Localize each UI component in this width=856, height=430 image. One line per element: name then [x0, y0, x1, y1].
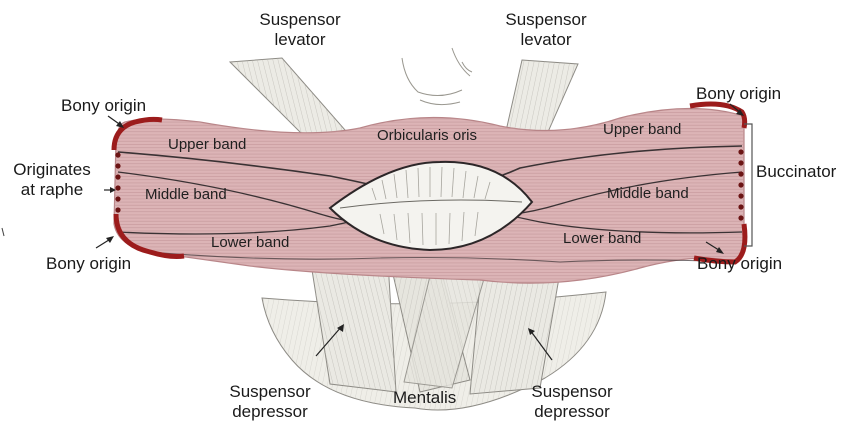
label-upper-band-left: Upper band: [168, 136, 246, 154]
label-suspensor-depressor-right: Suspensor depressor: [522, 382, 622, 422]
label-line: levator: [496, 30, 596, 50]
label-upper-band-right: Upper band: [603, 121, 681, 139]
label-bony-origin-top-right: Bony origin: [696, 84, 781, 104]
label-line: depressor: [522, 402, 622, 422]
label-bony-origin-top-left: Bony origin: [61, 96, 146, 116]
label-line: Originates: [4, 160, 100, 180]
label-mentalis: Mentalis: [393, 388, 456, 408]
label-line: Suspensor: [522, 382, 622, 402]
label-buccinator: Buccinator: [756, 162, 836, 182]
label-line: Suspensor: [250, 10, 350, 30]
label-line: levator: [250, 30, 350, 50]
label-bony-origin-bottom-left: Bony origin: [46, 254, 131, 274]
label-originates-at-raphe: Originates at raphe: [4, 160, 100, 200]
label-middle-band-right: Middle band: [607, 185, 689, 203]
label-lower-band-right: Lower band: [563, 230, 641, 248]
label-suspensor-depressor-left: Suspensor depressor: [220, 382, 320, 422]
edge-mark: [2, 228, 4, 236]
label-line: Suspensor: [496, 10, 596, 30]
nose-sketch: [402, 48, 472, 105]
label-lower-band-left: Lower band: [211, 234, 289, 252]
label-line: depressor: [220, 402, 320, 422]
label-suspensor-levator-left: Suspensor levator: [250, 10, 350, 50]
label-orbicularis-oris: Orbicularis oris: [377, 127, 477, 145]
label-line: at raphe: [4, 180, 100, 200]
label-middle-band-left: Middle band: [145, 186, 227, 204]
label-bony-origin-bottom-right: Bony origin: [697, 254, 782, 274]
label-line: Suspensor: [220, 382, 320, 402]
label-suspensor-levator-right: Suspensor levator: [496, 10, 596, 50]
